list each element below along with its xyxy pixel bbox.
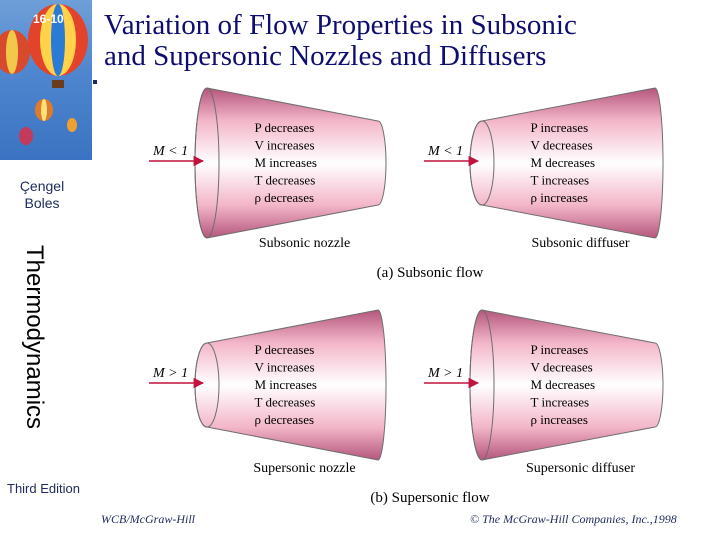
inlet-mach-label: M < 1 — [152, 144, 188, 159]
property-line: T decreases — [255, 395, 316, 410]
hot-air-balloon-image: 16-10 — [0, 0, 92, 160]
property-line: V increases — [255, 138, 315, 153]
property-line: M decreases — [531, 377, 596, 392]
property-line: T increases — [531, 173, 590, 188]
device-label: Subsonic diffuser — [531, 236, 629, 251]
sidebar: 16-10 Çengel Boles Thermodynamics Third … — [0, 0, 92, 540]
property-line: M increases — [255, 155, 317, 170]
device-label: Subsonic nozzle — [259, 236, 350, 251]
property-line: ρ decreases — [255, 412, 315, 427]
property-line: T decreases — [255, 173, 316, 188]
copyright-label: © The McGraw-Hill Companies, Inc.,1998 — [470, 512, 677, 526]
title-line-1: Variation of Flow Properties in Subsonic — [104, 9, 577, 41]
property-line: V decreases — [531, 360, 593, 375]
inlet-mach-label: M > 1 — [152, 366, 188, 381]
property-line: V decreases — [531, 138, 593, 153]
device-label: Supersonic diffuser — [526, 461, 635, 476]
property-line: T increases — [531, 395, 590, 410]
panel-caption: (a) Subsonic flow — [377, 265, 484, 281]
title-marker — [93, 80, 97, 84]
title-line-2: and Supersonic Nozzles and Diffusers — [104, 40, 547, 72]
slide-title: Variation of Flow Properties in Subsonic… — [104, 10, 704, 72]
property-line: P increases — [531, 120, 589, 135]
device-label: Supersonic nozzle — [253, 461, 355, 476]
property-line: V increases — [255, 360, 315, 375]
edition-label: Third Edition — [7, 481, 80, 496]
inlet-mach-label: M > 1 — [427, 366, 463, 381]
property-line: M decreases — [531, 155, 596, 170]
panel-caption: (b) Supersonic flow — [370, 490, 489, 506]
property-line: ρ decreases — [255, 190, 315, 205]
authors: Çengel Boles — [14, 178, 70, 212]
property-line: P decreases — [255, 342, 315, 357]
property-line: ρ increases — [531, 190, 588, 205]
inlet-mach-label: M < 1 — [427, 144, 463, 159]
property-line: M increases — [255, 377, 317, 392]
property-line: P decreases — [255, 120, 315, 135]
slide-number: 16-10 — [33, 12, 64, 26]
author-cengel: Çengel — [19, 178, 65, 194]
author-boles: Boles — [24, 195, 60, 211]
property-line: ρ increases — [531, 412, 588, 427]
property-line: P increases — [531, 342, 589, 357]
publisher-label: WCB/McGraw-Hill — [101, 512, 195, 526]
